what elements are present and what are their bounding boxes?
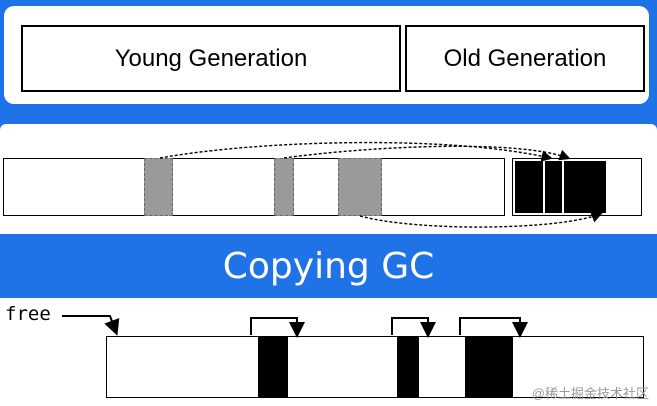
watermark: @稀土掘金技术社区 (531, 386, 649, 401)
to-space-bar (106, 336, 644, 398)
title-band: Copying GC (0, 236, 657, 296)
diagram-title: Copying GC (222, 245, 435, 287)
free-pointer-label: free (5, 303, 51, 325)
young-generation-label: Young Generation (114, 44, 308, 72)
young-generation-box: Young Generation (21, 25, 401, 92)
live-object-3 (338, 158, 382, 216)
copied-object-3 (465, 337, 513, 397)
promoted-object-3 (564, 161, 606, 213)
live-object-1 (144, 158, 173, 216)
old-generation-box: Old Generation (405, 25, 645, 92)
live-object-2 (274, 158, 294, 216)
generations-panel: Young Generation Old Generation (4, 6, 649, 104)
promoted-object-1 (515, 161, 543, 213)
copied-object-2 (397, 337, 419, 397)
young-heap-bar (3, 158, 505, 216)
copied-object-1 (258, 337, 288, 397)
old-generation-label: Old Generation (443, 44, 607, 72)
promoted-object-2 (545, 161, 562, 213)
